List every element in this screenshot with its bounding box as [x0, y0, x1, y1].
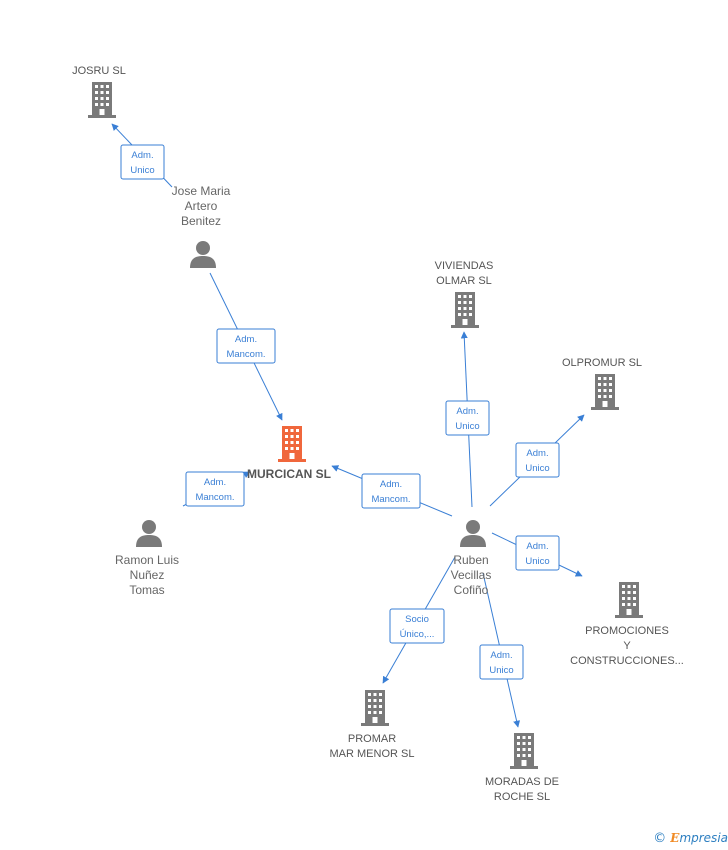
node-viviendas[interactable]: VIVIENDAS OLMAR SL	[435, 260, 494, 328]
node-label[interactable]: MAR MENOR SL	[330, 748, 415, 760]
edge-ruben-promar: SocioÚnico,...	[382, 556, 456, 684]
node-label[interactable]: PROMAR	[348, 733, 396, 745]
node-olpromur[interactable]: OLPROMUR SL	[562, 357, 642, 410]
edge-jose-murcican: Adm. Mancom.	[209, 272, 283, 421]
edge-ruben-murcican: Adm. Mancom.	[331, 465, 453, 517]
node-murcican[interactable]: MURCICAN SL	[247, 426, 331, 481]
edge-label-text: Unico	[130, 165, 154, 176]
node-label[interactable]: Benitez	[181, 214, 221, 228]
edge-ruben-viviendas: Adm. Unico	[445, 331, 490, 508]
edge-label-text: Socio	[405, 614, 429, 625]
node-josru[interactable]: JOSRU SL	[72, 65, 126, 118]
node-promociones[interactable]: PROMOCIONES Y CONSTRUCCIONES...	[570, 582, 684, 667]
edge-label-text: Unico	[489, 665, 513, 676]
node-label[interactable]: MORADAS DE	[485, 776, 559, 788]
brand-footer: © Empresia	[653, 830, 728, 846]
person-icon[interactable]	[190, 241, 216, 268]
edge-label-box[interactable]	[120, 144, 165, 180]
node-label[interactable]: ROCHE SL	[494, 791, 550, 803]
edge-label-box[interactable]	[479, 644, 524, 680]
node-label[interactable]: Ramon Luis	[115, 553, 179, 567]
node-label[interactable]: Tomas	[129, 583, 164, 597]
node-label[interactable]: Nuñez	[130, 568, 165, 582]
node-label[interactable]: Y	[623, 640, 631, 652]
node-label[interactable]: Vecillas	[451, 568, 492, 582]
edge-label-text: Mancom.	[371, 494, 410, 505]
edge-label-box[interactable]	[185, 471, 245, 507]
edge-label-text: Unico	[525, 463, 549, 474]
company-icon[interactable]	[88, 82, 116, 118]
node-label[interactable]: Cofiño	[454, 583, 489, 597]
node-label[interactable]: Artero	[185, 199, 218, 213]
brand-logo[interactable]: Empresia	[670, 831, 728, 845]
person-icon[interactable]	[136, 520, 162, 547]
edge-label-box[interactable]	[216, 328, 276, 364]
edge-label-box[interactable]	[515, 535, 560, 571]
edge-label-box[interactable]	[445, 400, 490, 436]
edge-label-text: Adm.	[490, 650, 512, 661]
person-icon[interactable]	[460, 520, 486, 547]
edge-label-text: Mancom.	[226, 349, 265, 360]
copyright-icon: ©	[653, 830, 667, 846]
node-label[interactable]: VIVIENDAS	[435, 260, 494, 272]
node-label[interactable]: OLMAR SL	[436, 275, 492, 287]
node-label[interactable]: OLPROMUR SL	[562, 357, 642, 369]
node-label[interactable]: CONSTRUCCIONES...	[570, 655, 684, 667]
edge-jose-josru: Adm. Unico	[111, 123, 173, 188]
edge-label-text: Adm.	[526, 541, 548, 552]
node-promar[interactable]: PROMAR MAR MENOR SL	[330, 690, 415, 760]
node-label[interactable]: JOSRU SL	[72, 65, 126, 77]
edge-ramon-murcican: Adm. Mancom.	[182, 471, 251, 507]
edge-label-text: Adm.	[526, 448, 548, 459]
edge-ruben-promociones: Adm. Unico	[491, 532, 583, 577]
edge-ruben-olpromur: Adm. Unico	[489, 414, 585, 507]
company-icon[interactable]	[615, 582, 643, 618]
center-company-icon[interactable]	[278, 426, 306, 462]
edge-label-text: Adm.	[204, 477, 226, 488]
company-icon[interactable]	[361, 690, 389, 726]
edge-label-text: Adm.	[380, 479, 402, 490]
node-label[interactable]: MURCICAN SL	[247, 467, 331, 481]
company-icon[interactable]	[510, 733, 538, 769]
edge-label-text: Adm.	[456, 406, 478, 417]
edge-label-text: Adm.	[131, 150, 153, 161]
node-label[interactable]: Jose Maria	[172, 184, 231, 198]
edge-label-text: Adm.	[235, 334, 257, 345]
node-moradas[interactable]: MORADAS DE ROCHE SL	[485, 733, 559, 803]
company-icon[interactable]	[591, 374, 619, 410]
company-icon[interactable]	[451, 292, 479, 328]
edge-label-text: Único,...	[400, 629, 435, 640]
edge-ruben-moradas: Adm. Unico	[479, 572, 524, 728]
node-label[interactable]: Ruben	[453, 553, 488, 567]
edge-label-text: Unico	[525, 556, 549, 567]
edge-label-text: Mancom.	[195, 492, 234, 503]
edge-label-text: Unico	[455, 421, 479, 432]
node-label[interactable]: PROMOCIONES	[585, 625, 669, 637]
edge-label-box[interactable]	[515, 442, 560, 478]
edge-label-box[interactable]	[389, 608, 445, 644]
edge-label-box[interactable]	[361, 473, 421, 509]
